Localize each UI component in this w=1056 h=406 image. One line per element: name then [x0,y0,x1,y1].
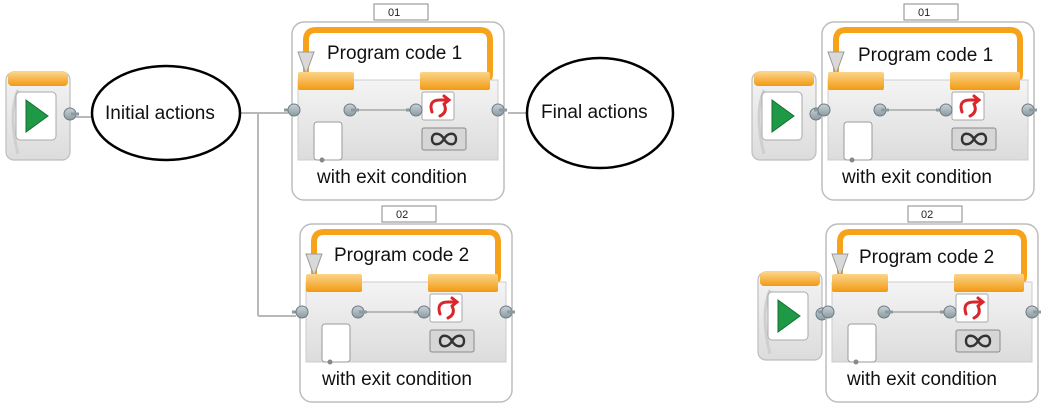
loop-block-4 [825,205,1039,403]
loop-interrupt-icon-frame [421,91,455,121]
play-triangle-icon [771,99,795,133]
loop-control-input-connector [406,103,423,117]
loop-flag-tail [831,253,849,278]
loop-output-connector [1025,305,1041,319]
loop-entry-top [828,72,884,90]
loop-number-tab [381,205,437,223]
loop-input-connector [818,305,835,319]
loop-control-top [428,274,498,292]
start-block-left [5,71,71,161]
start-block-top [760,272,820,286]
loop-control-input-connector [936,103,953,117]
loop-entry-pin [853,359,859,365]
play-triangle-icon [777,299,801,333]
loop-control-input-connector [940,305,957,319]
loop-interrupt-icon-frame [955,293,989,323]
loop-interrupt-icon [959,94,982,118]
connector-pin [499,108,507,112]
loop-entry-slot [847,323,877,363]
start-block-right-1 [751,71,817,161]
loop-entry-top [306,274,362,292]
loop-entry-slot [313,121,343,161]
connector-plug [821,305,835,319]
loop-input-connector [292,305,309,319]
connector-plug [409,103,423,117]
connector-pin [881,108,889,112]
start-block-right-2 [757,271,823,361]
final-actions-ellipse [525,56,675,170]
loop-interrupt-icon-frame [429,293,463,323]
loop-control-input-connector [414,305,431,319]
connector-pin [71,112,79,116]
loop-flag-tail [297,51,315,76]
connector-pin [359,310,367,314]
connector-plug [295,305,309,319]
loop-number-tab [903,3,959,21]
connector-plug [939,103,953,117]
start-block-top [8,72,68,86]
loop-entry-pin [849,157,855,163]
infinity-icon [960,132,988,146]
start-output-connector [63,107,79,121]
connector-pin [885,310,893,314]
loop-output-connector [1021,103,1037,117]
connector-pin [351,108,359,112]
connector-pin [507,310,515,314]
connector-pin [1029,108,1037,112]
connector-plug [943,305,957,319]
infinity-icon [430,132,458,146]
loop-entry-slot [321,323,351,363]
loop-flag-tail [827,51,845,76]
infinity-icon [438,334,466,348]
connector-pin [1033,310,1041,314]
loop-control-top [950,72,1020,90]
loop-entry-top [832,274,888,292]
connector-plug [417,305,431,319]
loop-interrupt-icon [437,296,460,320]
connector-plug [287,103,301,117]
loop-number-tab [907,205,963,223]
loop-input-connector [284,103,301,117]
loop-input-connector [814,103,831,117]
loop-number-tab [373,3,429,21]
loop-entry-output-connector [351,305,367,319]
connector-plug [817,103,831,117]
loop-output-connector [499,305,515,319]
loop-block-2 [299,205,513,403]
loop-interrupt-icon [429,94,452,118]
loop-entry-pin [319,157,325,163]
start-block-top [754,72,814,86]
loop-interrupt-icon-frame [951,91,985,121]
loop-control-top [420,72,490,90]
loop-entry-output-connector [873,103,889,117]
loop-block-3 [821,3,1035,201]
loop-entry-pin [327,359,333,365]
loop-entry-output-connector [343,103,359,117]
loop-flag-tail [305,253,323,278]
infinity-icon [964,334,992,348]
play-triangle-icon [25,99,49,133]
loop-block-1 [291,3,505,201]
loop-control-top [954,274,1024,292]
loop-entry-output-connector [877,305,893,319]
loop-interrupt-icon [963,296,986,320]
loop-output-connector [491,103,507,117]
initial-actions-ellipse [90,64,242,162]
loop-entry-slot [843,121,873,161]
loop-entry-top [298,72,354,90]
